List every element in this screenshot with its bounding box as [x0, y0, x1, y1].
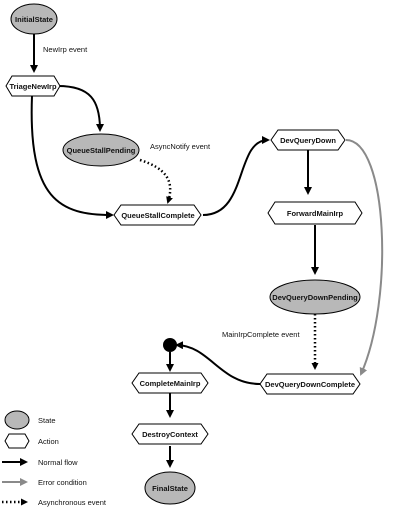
edge-queuestallpending-to-queuestallcomplete [139, 158, 173, 204]
legend-state-swatch [4, 410, 30, 430]
edge-triage-to-queuestallpending [57, 85, 104, 132]
legend-action-swatch [4, 433, 30, 449]
edge-queuestallcomplete-to-devquerydown [202, 136, 270, 216]
legend-error-condition-label: Error condition [38, 478, 87, 487]
node-dev-query-down-complete [259, 373, 361, 395]
legend-action-label: Action [38, 437, 59, 446]
edge-devquerydown-to-devquerydowncomplete-error [345, 139, 384, 376]
legend-normal-flow-label: Normal flow [38, 458, 78, 467]
legend-async-event-label: Asynchronous event [38, 498, 107, 507]
event-async-notify-label: AsyncNotify event [150, 142, 211, 151]
legend-state-label: State [38, 416, 56, 425]
edge-devquerydowncomplete-to-junction [175, 341, 261, 385]
node-destroy-context [131, 423, 209, 445]
node-complete-main-irp-label: CompleteMainIrp [140, 379, 201, 388]
node-junction [163, 338, 177, 352]
node-forward-main-irp-label: ForwardMainIrp [287, 209, 344, 218]
node-final-state [144, 471, 196, 505]
node-destroy-context-label: DestroyContext [142, 430, 198, 439]
node-final-state-label: FinalState [152, 484, 188, 493]
node-forward-main-irp [267, 201, 363, 225]
node-triage-new-irp-label: TriageNewIrp [9, 82, 57, 91]
node-triage-new-irp [5, 75, 61, 97]
node-initial-state [10, 3, 58, 35]
event-new-irp-label: NewIrp event [43, 45, 88, 54]
node-complete-main-irp [131, 372, 209, 394]
legend: State Action Normal flow Error condition… [2, 410, 107, 507]
node-queue-stall-complete-label: QueueStallComplete [121, 211, 194, 220]
node-initial-state-label: InitialState [15, 15, 53, 24]
node-queue-stall-pending-label: QueueStallPending [67, 146, 136, 155]
node-dev-query-down-label: DevQueryDown [280, 136, 336, 145]
edge-triage-to-queuestallcomplete [30, 95, 114, 219]
node-dev-query-down-pending [269, 279, 361, 315]
node-dev-query-down-complete-label: DevQueryDownComplete [265, 380, 355, 389]
node-queue-stall-complete [113, 204, 202, 226]
event-main-irp-complete-label: MainIrpComplete event [222, 330, 300, 339]
node-queue-stall-pending [62, 133, 140, 167]
node-dev-query-down-pending-label: DevQueryDownPending [272, 293, 358, 302]
node-dev-query-down [270, 129, 346, 151]
